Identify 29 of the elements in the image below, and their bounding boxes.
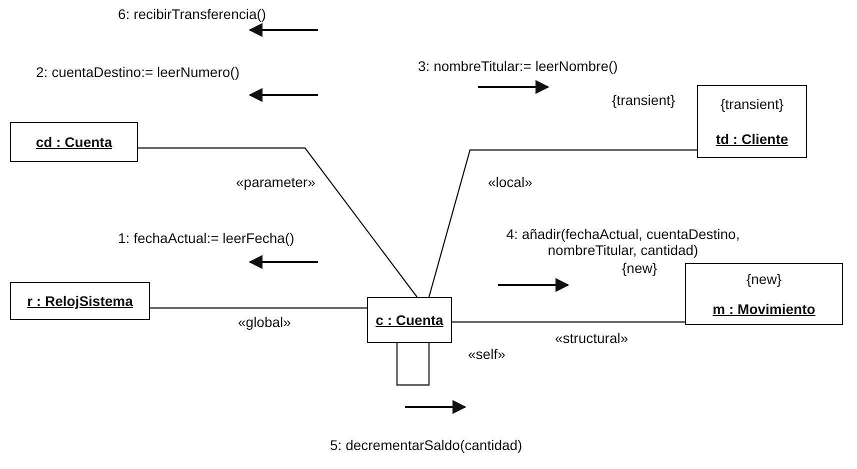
object-box [697, 85, 807, 158]
edge-label: «structural» [555, 330, 628, 346]
message-label: 5: decrementarSaldo(cantidad) [330, 437, 522, 453]
association-line [138, 147, 418, 298]
edge-label: «local» [488, 174, 532, 190]
object-box [685, 263, 843, 325]
edge-label: «self» [468, 346, 506, 362]
association-line [396, 343, 430, 386]
association-line [150, 307, 367, 309]
message-label: 6: recibirTransferencia() [118, 6, 266, 22]
association-line [428, 149, 697, 298]
object-name: c : Cuenta [376, 312, 444, 328]
constraint-text: {transient} [720, 96, 784, 112]
object-box [10, 122, 138, 162]
object-name: r : RelojSistema [27, 293, 133, 309]
object-name: td : Cliente [716, 131, 788, 148]
association-line [452, 321, 685, 323]
object-box [10, 282, 150, 320]
constraint-text: {new} [746, 271, 782, 287]
message-label: 3: nombreTitular:= leerNombre() [418, 58, 618, 74]
edge-label: «global» [238, 314, 291, 330]
constraint-text: {transient} [612, 92, 676, 108]
object-box [367, 297, 452, 343]
message-label: 1: fechaActual:= leerFecha() [118, 230, 294, 246]
message-label: 4: añadir(fechaActual, cuentaDestino, nombreTitular, cantidad) [505, 226, 741, 258]
constraint-text: {new} [622, 260, 658, 276]
object-name: cd : Cuenta [36, 134, 112, 150]
message-label: 2: cuentaDestino:= leerNumero() [36, 64, 240, 80]
object-name: m : Movimiento [712, 301, 816, 317]
